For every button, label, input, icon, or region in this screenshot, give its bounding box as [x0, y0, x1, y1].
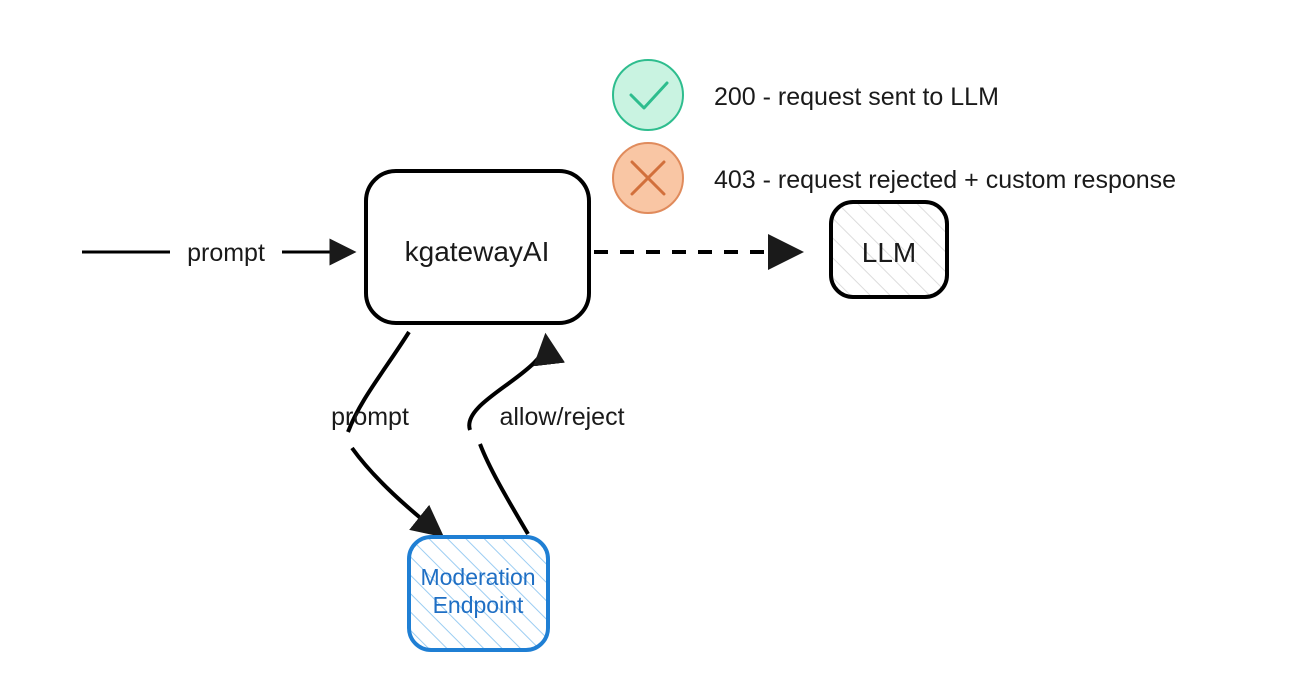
gateway-moderation-curve-lower	[350, 446, 445, 538]
close-icon	[630, 160, 666, 196]
edge-label-prompt-to-moderation: prompt	[331, 403, 409, 431]
node-llm[interactable]: LLM	[829, 200, 949, 299]
llm-node-label: LLM	[862, 237, 916, 268]
edge-inbound-prompt: prompt	[82, 238, 357, 267]
legend: 200 - request sent to LLM 403 - request …	[612, 59, 1176, 214]
legend-label-status-403: 403 - request rejected + custom response	[714, 166, 1176, 194]
node-gateway[interactable]: kgatewayAI	[364, 169, 591, 325]
edge-label-allow-reject: allow/reject	[499, 403, 624, 431]
moderation-node-label-line1: Moderation	[420, 564, 535, 590]
moderation-node-shape[interactable]	[407, 535, 550, 652]
gateway-node-shape[interactable]	[364, 169, 591, 325]
legend-item-status-200: 200 - request sent to LLM	[612, 59, 999, 131]
edge-gateway-to-moderation: prompt	[331, 330, 445, 538]
gateway-node-label: kgatewayAI	[405, 236, 550, 267]
edge-label-inbound-prompt: prompt	[187, 239, 265, 267]
llm-node-shape[interactable]	[829, 200, 949, 299]
moderation-node-label-line2: Endpoint	[433, 592, 524, 618]
moderation-gateway-curve-upper	[467, 332, 565, 431]
check-circle-icon-background	[612, 59, 684, 131]
legend-item-status-403: 403 - request rejected + custom response	[612, 142, 1176, 214]
check-icon	[629, 81, 669, 110]
legend-label-status-200: 200 - request sent to LLM	[714, 83, 999, 111]
node-moderation-endpoint[interactable]: Moderation Endpoint	[407, 535, 550, 652]
moderation-gateway-curve-lower	[478, 443, 530, 536]
gateway-moderation-curve-upper	[346, 330, 411, 433]
edge-moderation-to-gateway: allow/reject	[467, 332, 625, 536]
